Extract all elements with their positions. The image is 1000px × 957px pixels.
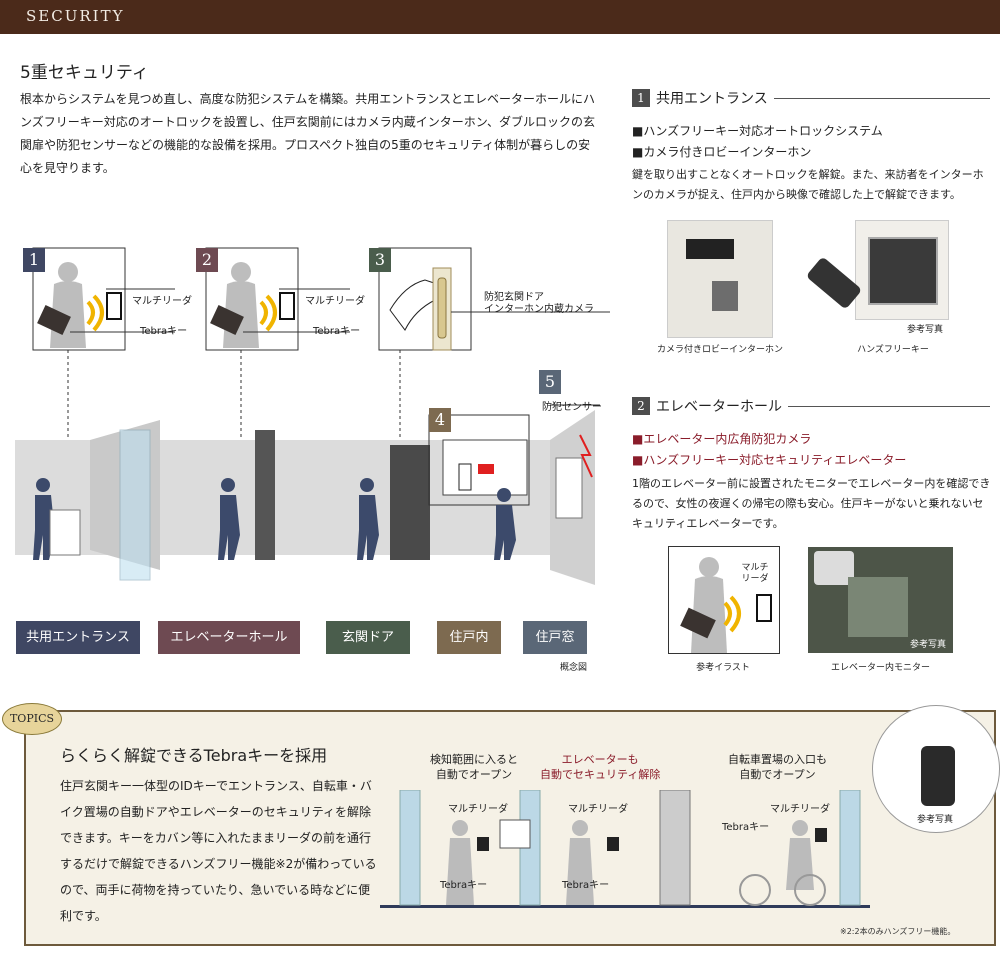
category-entrance-door: 玄関ドア [326, 621, 410, 654]
multi-reader-label-2: マルチリーダ [305, 296, 365, 307]
elevator-monitor-photo: 参考写真 [808, 547, 953, 653]
section1-number: 1 [632, 89, 650, 107]
section1-title-text: 共用エントランス [656, 91, 768, 107]
section2-desc: 1階のエレベーター前に設置されたモニターでエレベーター内を確認できるので、女性の… [632, 477, 991, 530]
section2-number: 2 [632, 397, 650, 415]
topics-fig2-caption: エレベーターも 自動でセキュリティ解除 [540, 753, 661, 781]
section1-title: 1 共用エントランス [632, 88, 990, 108]
lobby-intercom-photo [667, 220, 773, 338]
topics-tebra-label-2: Tebraキー [562, 880, 610, 891]
diagram-number-5: 5 [544, 372, 556, 391]
topics-reader-label-2: マルチリーダ [568, 804, 628, 815]
section2-bullet-1: エレベーター内広角防犯カメラ [632, 430, 811, 447]
section1-ref-photo: 参考写真 [906, 325, 943, 335]
topics-reader-label-3: マルチリーダ [770, 804, 830, 815]
monitor-ref-label: 参考写真 [909, 640, 946, 650]
topics-tebra-label-3: Tebraキー [722, 822, 770, 833]
topics-footnote: ※2:2本のみハンズフリー機能。 [840, 927, 956, 936]
topics-badge: TOPICS [2, 703, 62, 735]
section2-bullet-2: ハンズフリーキー対応セキュリティエレベーター [632, 451, 906, 468]
reference-illustration: マルチ リーダ [668, 546, 780, 654]
concept-note: 概念図 [560, 663, 588, 673]
multi-reader-label-1: マルチリーダ [132, 296, 192, 307]
category-common-entrance: 共用エントランス [16, 621, 140, 654]
elevator-monitor-caption: エレベーター内モニター [830, 663, 930, 673]
topics-fig3-caption: 自転車置場の入口も 自動でオープン [728, 753, 827, 781]
topics-title: らくらく解錠できるTebraキーを採用 [60, 746, 328, 765]
diagram-number-4: 4 [434, 410, 446, 429]
topics-reader-label-1: マルチリーダ [448, 804, 508, 815]
security-diagram: 1 2 3 4 5 マルチリーダ Tebraキー マルチリーダ Tebraキー … [10, 240, 610, 680]
section2-divider [788, 405, 990, 407]
diagram-illustration [15, 247, 610, 585]
topics-body: 住戸玄関キー一体型のIDキーでエントランス、自転車・バイク置場の自動ドアやエレベ… [60, 779, 377, 923]
diagram-number-1: 1 [28, 250, 40, 269]
tebra-label-1: Tebraキー [140, 326, 188, 337]
topics-ref-photo: 参考写真 [916, 815, 953, 825]
lobby-intercom-caption: カメラ付きロビーインターホン [656, 345, 783, 355]
sensor-label: 防犯センサー [542, 402, 602, 413]
handsfree-key-photo [855, 220, 949, 320]
diagram-number-2: 2 [201, 250, 213, 269]
category-unit-window: 住戸窓 [523, 621, 587, 654]
tebra-label-2: Tebraキー [313, 326, 361, 337]
handsfree-key-fob [805, 256, 863, 310]
topics-tebra-label-1: Tebraキー [440, 880, 488, 891]
section2-title-text: エレベーターホール [656, 399, 782, 415]
section2-title: 2 エレベーターホール [632, 396, 990, 416]
section1-bullet-1: ハンズフリーキー対応オートロックシステム [632, 122, 882, 139]
category-elevator-hall: エレベーターホール [158, 621, 300, 654]
topics-fig1-caption: 検知範囲に入ると 自動でオープン [430, 753, 518, 781]
section-header-label: SECURITY [26, 7, 125, 25]
page-title: 5重セキュリティ [20, 63, 149, 83]
category-inside-unit: 住戸内 [437, 621, 501, 654]
section1-divider [773, 97, 990, 99]
door-camera-label: 防犯玄関ドア インターホン内蔵カメラ [484, 292, 594, 315]
reference-illustration-caption: 参考イラスト [696, 663, 750, 673]
topics-illustration [380, 789, 870, 910]
intro-text: 根本からシステムを見つめ直し、高度な防犯システムを構築。共用エントランスとエレベ… [20, 92, 596, 175]
section1-bullet-2: カメラ付きロビーインターホン [632, 143, 811, 160]
section-header: SECURITY [0, 0, 1000, 34]
section1-desc: 鍵を取り出すことなくオートロックを解錠。また、来訪者をインターホンのカメラが捉え… [632, 168, 984, 201]
illustration-reader-label: マルチ リーダ [741, 563, 769, 584]
handsfree-key-caption: ハンズフリーキー [857, 345, 929, 355]
diagram-number-3: 3 [374, 250, 386, 269]
